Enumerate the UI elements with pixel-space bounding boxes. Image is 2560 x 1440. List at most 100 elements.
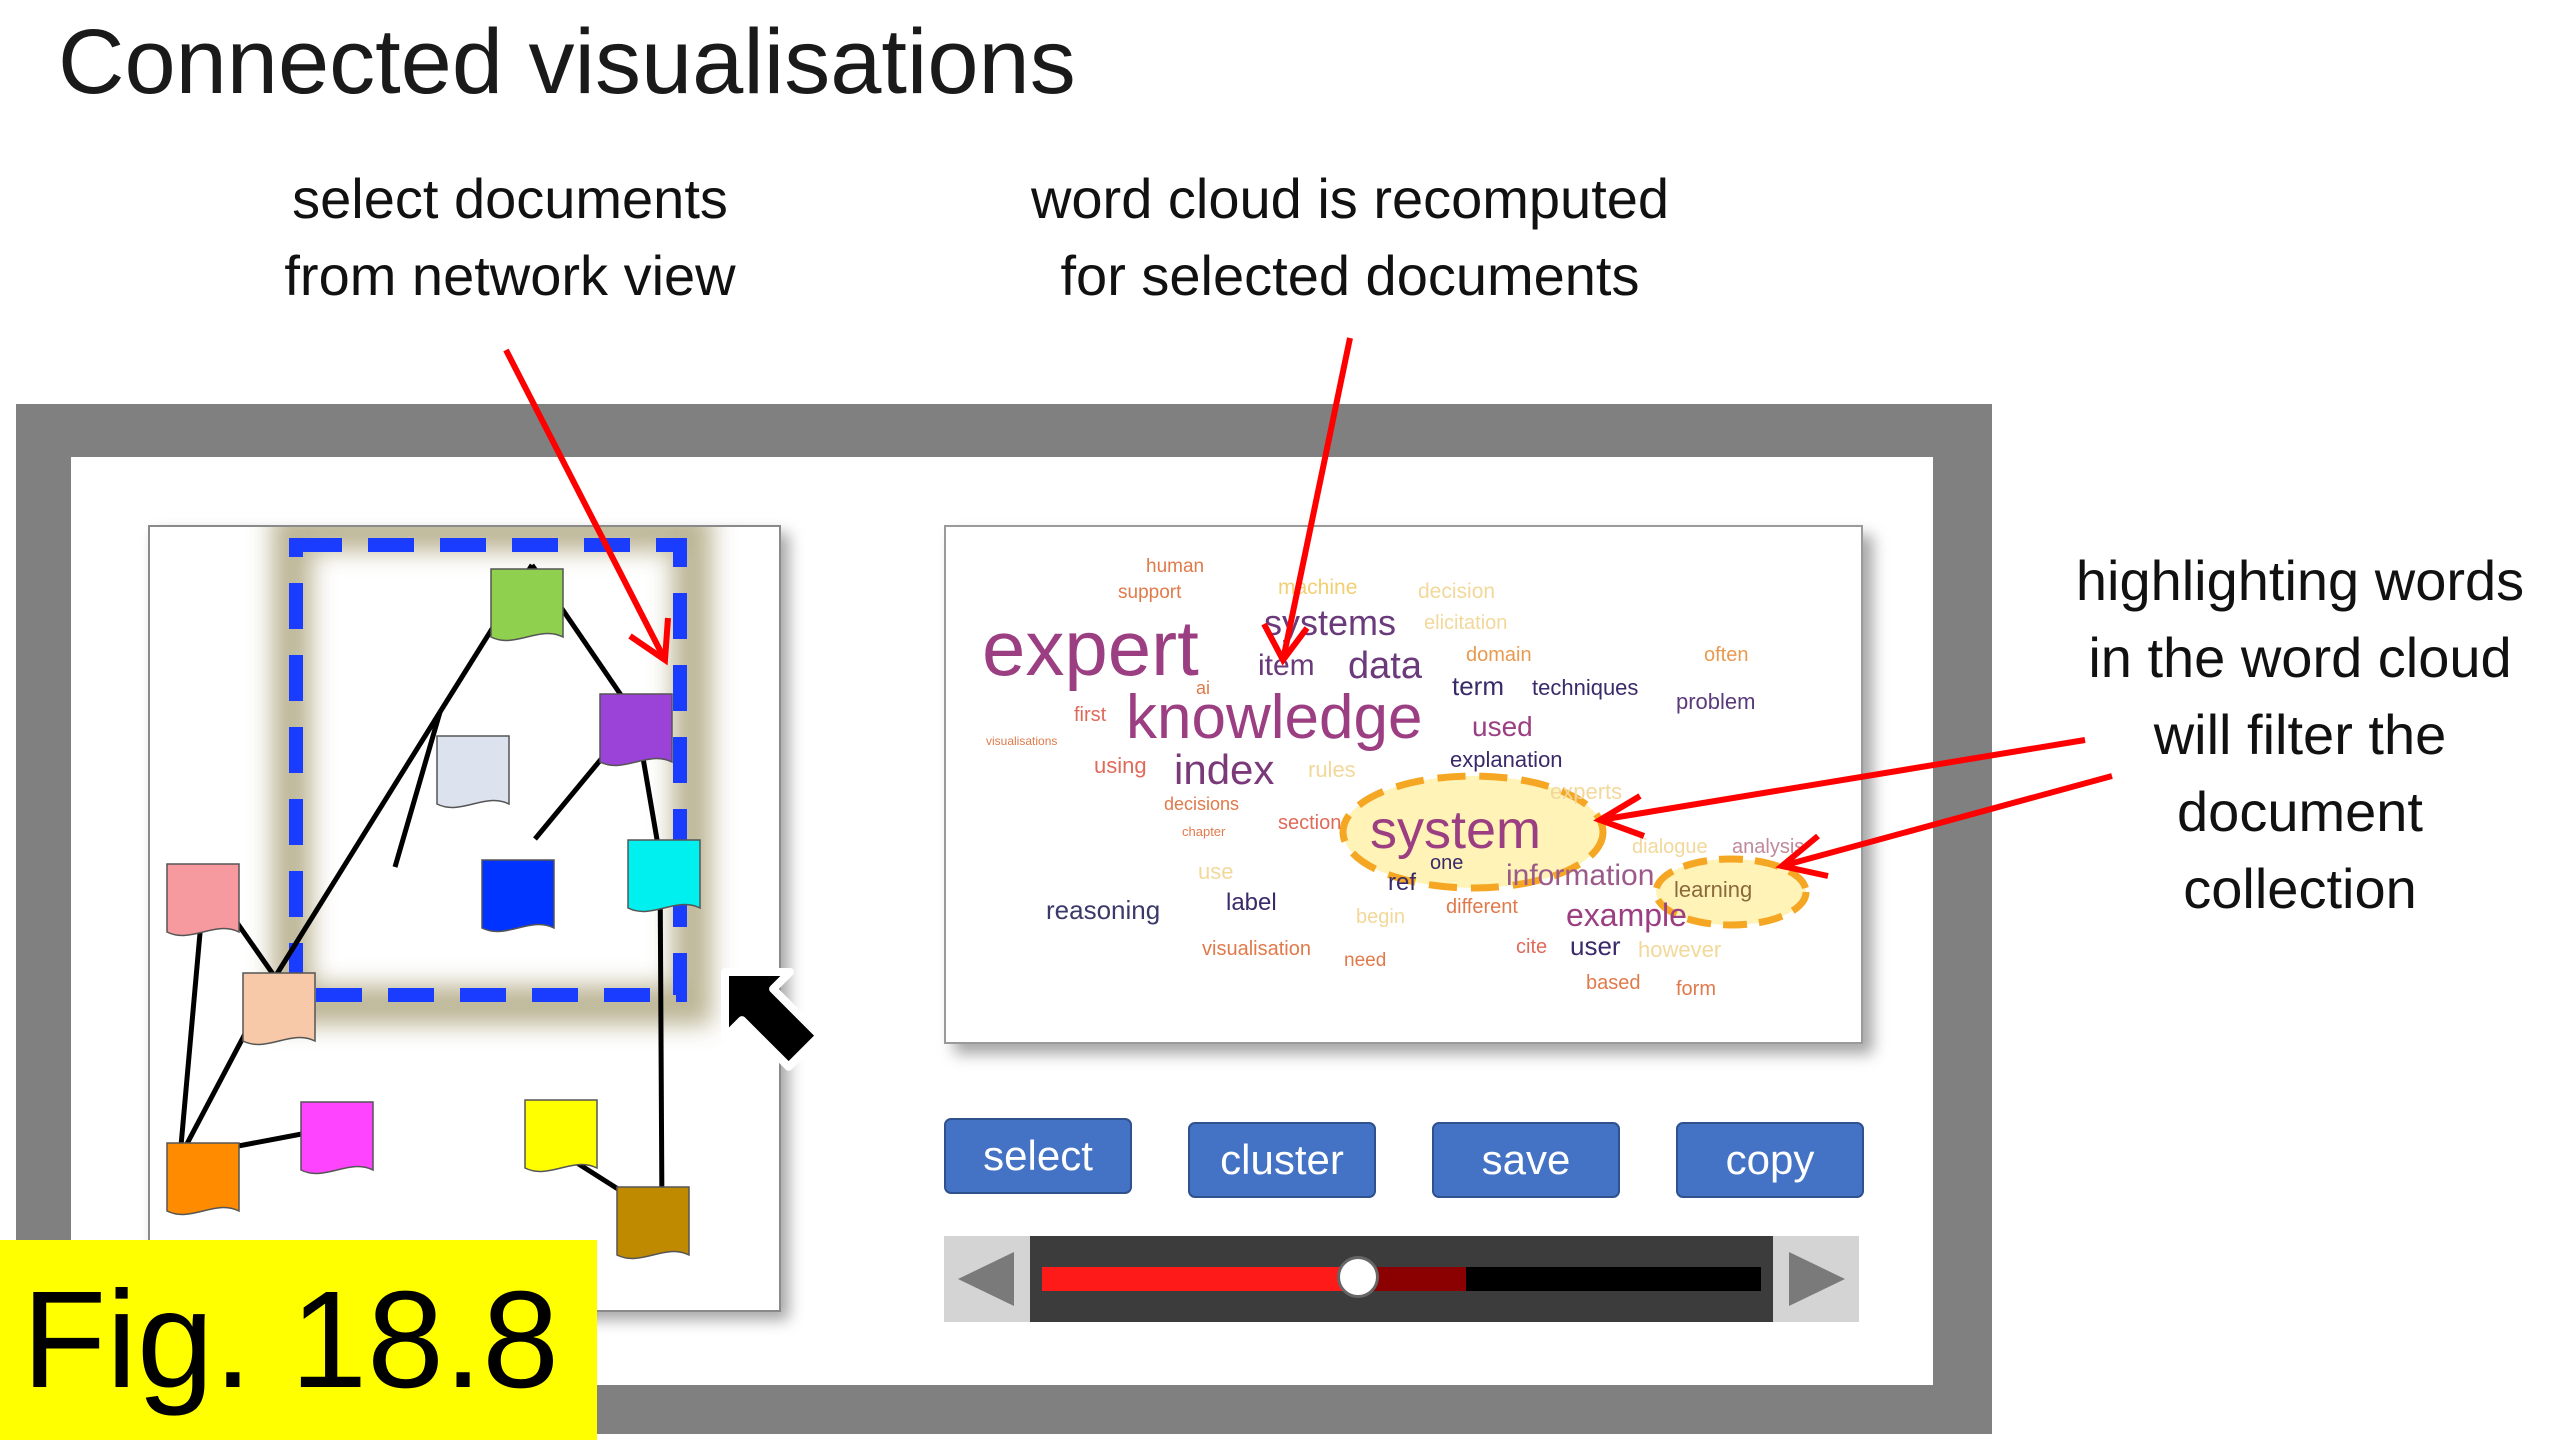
document-icon-purple[interactable] bbox=[599, 693, 673, 767]
cloud-word-based[interactable]: based bbox=[1586, 972, 1641, 994]
cloud-callout-line-1: word cloud is recomputed bbox=[1030, 167, 1670, 230]
document-icon-brown[interactable] bbox=[616, 1186, 690, 1260]
page-title: Connected visualisations bbox=[58, 11, 1076, 113]
cloud-callout-line-2: for selected documents bbox=[1060, 244, 1640, 307]
cloud-word-need[interactable]: need bbox=[1344, 950, 1387, 971]
document-icon-cyan[interactable] bbox=[627, 839, 701, 913]
cloud-word-example[interactable]: example bbox=[1566, 897, 1687, 933]
copy-button[interactable]: copy bbox=[1676, 1122, 1864, 1198]
cloud-word-cite[interactable]: cite bbox=[1516, 936, 1548, 958]
cloud-word-reasoning[interactable]: reasoning bbox=[1046, 895, 1161, 925]
arrowhead-learning bbox=[1775, 833, 1829, 879]
edge bbox=[272, 710, 443, 979]
cloud-word-system[interactable]: system bbox=[1370, 800, 1542, 860]
arrow-to-cloud bbox=[1280, 337, 1353, 661]
cloud-word-visualisations[interactable]: visualisations bbox=[986, 734, 1058, 748]
cloud-word-elicitation[interactable]: elicitation bbox=[1424, 612, 1508, 634]
arrowhead-system bbox=[1593, 793, 1646, 839]
cloud-word-different[interactable]: different bbox=[1446, 896, 1518, 918]
document-nodes[interactable] bbox=[166, 568, 701, 1260]
cloud-word-support[interactable]: support bbox=[1118, 582, 1182, 603]
cloud-word-experts[interactable]: experts bbox=[1550, 779, 1623, 804]
document-icon-peach[interactable] bbox=[242, 972, 316, 1046]
arrowhead-cloud bbox=[1261, 622, 1310, 666]
selection-box[interactable] bbox=[289, 538, 687, 1002]
highlight-callout-line-1: highlighting words bbox=[2075, 549, 2525, 612]
figure-label: Fig. 18.8 bbox=[0, 1240, 597, 1440]
cloud-word-used[interactable]: used bbox=[1472, 711, 1533, 742]
cloud-word-using[interactable]: using bbox=[1094, 753, 1147, 778]
network-callout-line-1: select documents bbox=[292, 167, 728, 230]
document-icon-blue[interactable] bbox=[481, 859, 555, 933]
word-cloud-words: human support machine decision expert sy… bbox=[946, 527, 1861, 1042]
cloud-word-user[interactable]: user bbox=[1570, 931, 1621, 961]
cloud-word-data[interactable]: data bbox=[1348, 645, 1422, 687]
arrowhead-network bbox=[628, 617, 671, 666]
document-icon-magenta[interactable] bbox=[300, 1101, 374, 1175]
slider-progress-fill bbox=[1042, 1267, 1359, 1291]
cloud-word-one[interactable]: one bbox=[1430, 852, 1464, 874]
cloud-word-rules[interactable]: rules bbox=[1308, 757, 1356, 782]
cloud-word-index[interactable]: index bbox=[1174, 746, 1275, 793]
highlight-marks bbox=[1339, 772, 1810, 929]
edge bbox=[392, 711, 443, 868]
cloud-word-visualisation[interactable]: visualisation bbox=[1202, 938, 1311, 960]
network-callout: select documents from network view bbox=[230, 160, 790, 314]
cloud-word-first[interactable]: first bbox=[1074, 704, 1107, 726]
cloud-word-problem[interactable]: problem bbox=[1676, 689, 1756, 714]
cloud-word-knowledge[interactable]: knowledge bbox=[1126, 683, 1423, 752]
save-button[interactable]: save bbox=[1432, 1122, 1620, 1198]
cloud-word-learning[interactable]: learning bbox=[1674, 877, 1753, 902]
cloud-word-explanation[interactable]: explanation bbox=[1450, 747, 1563, 772]
highlight-callout-line-2: in the word cloud bbox=[2088, 626, 2512, 689]
cloud-word-however[interactable]: however bbox=[1638, 937, 1722, 962]
cloud-word-domain[interactable]: domain bbox=[1466, 644, 1532, 666]
highlight-callout-line-3: will filter the bbox=[2153, 703, 2447, 766]
highlight-callout-line-5: collection bbox=[2183, 857, 2417, 920]
cloud-word-often[interactable]: often bbox=[1704, 644, 1749, 666]
highlight-callout-line-4: document bbox=[2177, 780, 2423, 843]
cloud-word-label[interactable]: label bbox=[1226, 889, 1277, 916]
network-graph[interactable] bbox=[150, 527, 779, 1310]
cloud-word-use[interactable]: use bbox=[1198, 859, 1234, 884]
timeline-slider[interactable] bbox=[944, 1236, 1859, 1322]
document-icon-pink[interactable] bbox=[166, 863, 240, 937]
cloud-word-form[interactable]: form bbox=[1676, 978, 1716, 1000]
cloud-word-human[interactable]: human bbox=[1146, 556, 1205, 577]
cluster-button[interactable]: cluster bbox=[1188, 1122, 1376, 1198]
cloud-word-analysis[interactable]: analysis bbox=[1732, 836, 1805, 858]
slider-track-area[interactable] bbox=[1030, 1236, 1773, 1322]
edge bbox=[657, 856, 665, 1218]
cloud-callout: word cloud is recomputed for selected do… bbox=[980, 160, 1720, 314]
cloud-word-section[interactable]: section bbox=[1278, 812, 1342, 834]
document-icon-green[interactable] bbox=[490, 568, 564, 642]
cloud-word-dialogue[interactable]: dialogue bbox=[1632, 836, 1708, 858]
document-icon-orange[interactable] bbox=[166, 1142, 240, 1216]
cloud-word-decisions[interactable]: decisions bbox=[1164, 794, 1240, 814]
document-icon-yellow[interactable] bbox=[524, 1099, 598, 1173]
triangle-right-icon bbox=[1789, 1252, 1845, 1306]
cloud-word-techniques[interactable]: techniques bbox=[1532, 675, 1639, 700]
highlight-ellipse-learning bbox=[1652, 855, 1810, 929]
arrow-to-network bbox=[503, 348, 668, 662]
select-button[interactable]: select bbox=[944, 1118, 1132, 1194]
slider-right-button[interactable] bbox=[1773, 1236, 1859, 1322]
word-cloud-view[interactable]: human support machine decision expert sy… bbox=[944, 525, 1863, 1044]
network-callout-line-2: from network view bbox=[284, 244, 736, 307]
triangle-left-icon bbox=[958, 1252, 1014, 1306]
slider-thumb[interactable] bbox=[1337, 1256, 1380, 1298]
cloud-word-ref[interactable]: ref bbox=[1388, 869, 1417, 896]
cloud-word-information[interactable]: information bbox=[1506, 859, 1655, 892]
cloud-word-begin[interactable]: begin bbox=[1356, 906, 1405, 928]
slider-left-button[interactable] bbox=[944, 1236, 1030, 1322]
highlight-callout: highlighting words in the word cloud wil… bbox=[2040, 542, 2560, 927]
cloud-word-decision[interactable]: decision bbox=[1418, 580, 1496, 603]
cloud-word-ai[interactable]: ai bbox=[1196, 678, 1211, 698]
cloud-word-term[interactable]: term bbox=[1452, 671, 1504, 701]
cloud-word-expert[interactable]: expert bbox=[982, 604, 1199, 692]
document-icon-pale[interactable] bbox=[436, 735, 510, 809]
network-view[interactable] bbox=[148, 525, 781, 1312]
slider-track[interactable] bbox=[1042, 1256, 1761, 1298]
highlight-ellipse-system bbox=[1339, 772, 1607, 892]
cloud-word-chapter[interactable]: chapter bbox=[1182, 824, 1226, 839]
